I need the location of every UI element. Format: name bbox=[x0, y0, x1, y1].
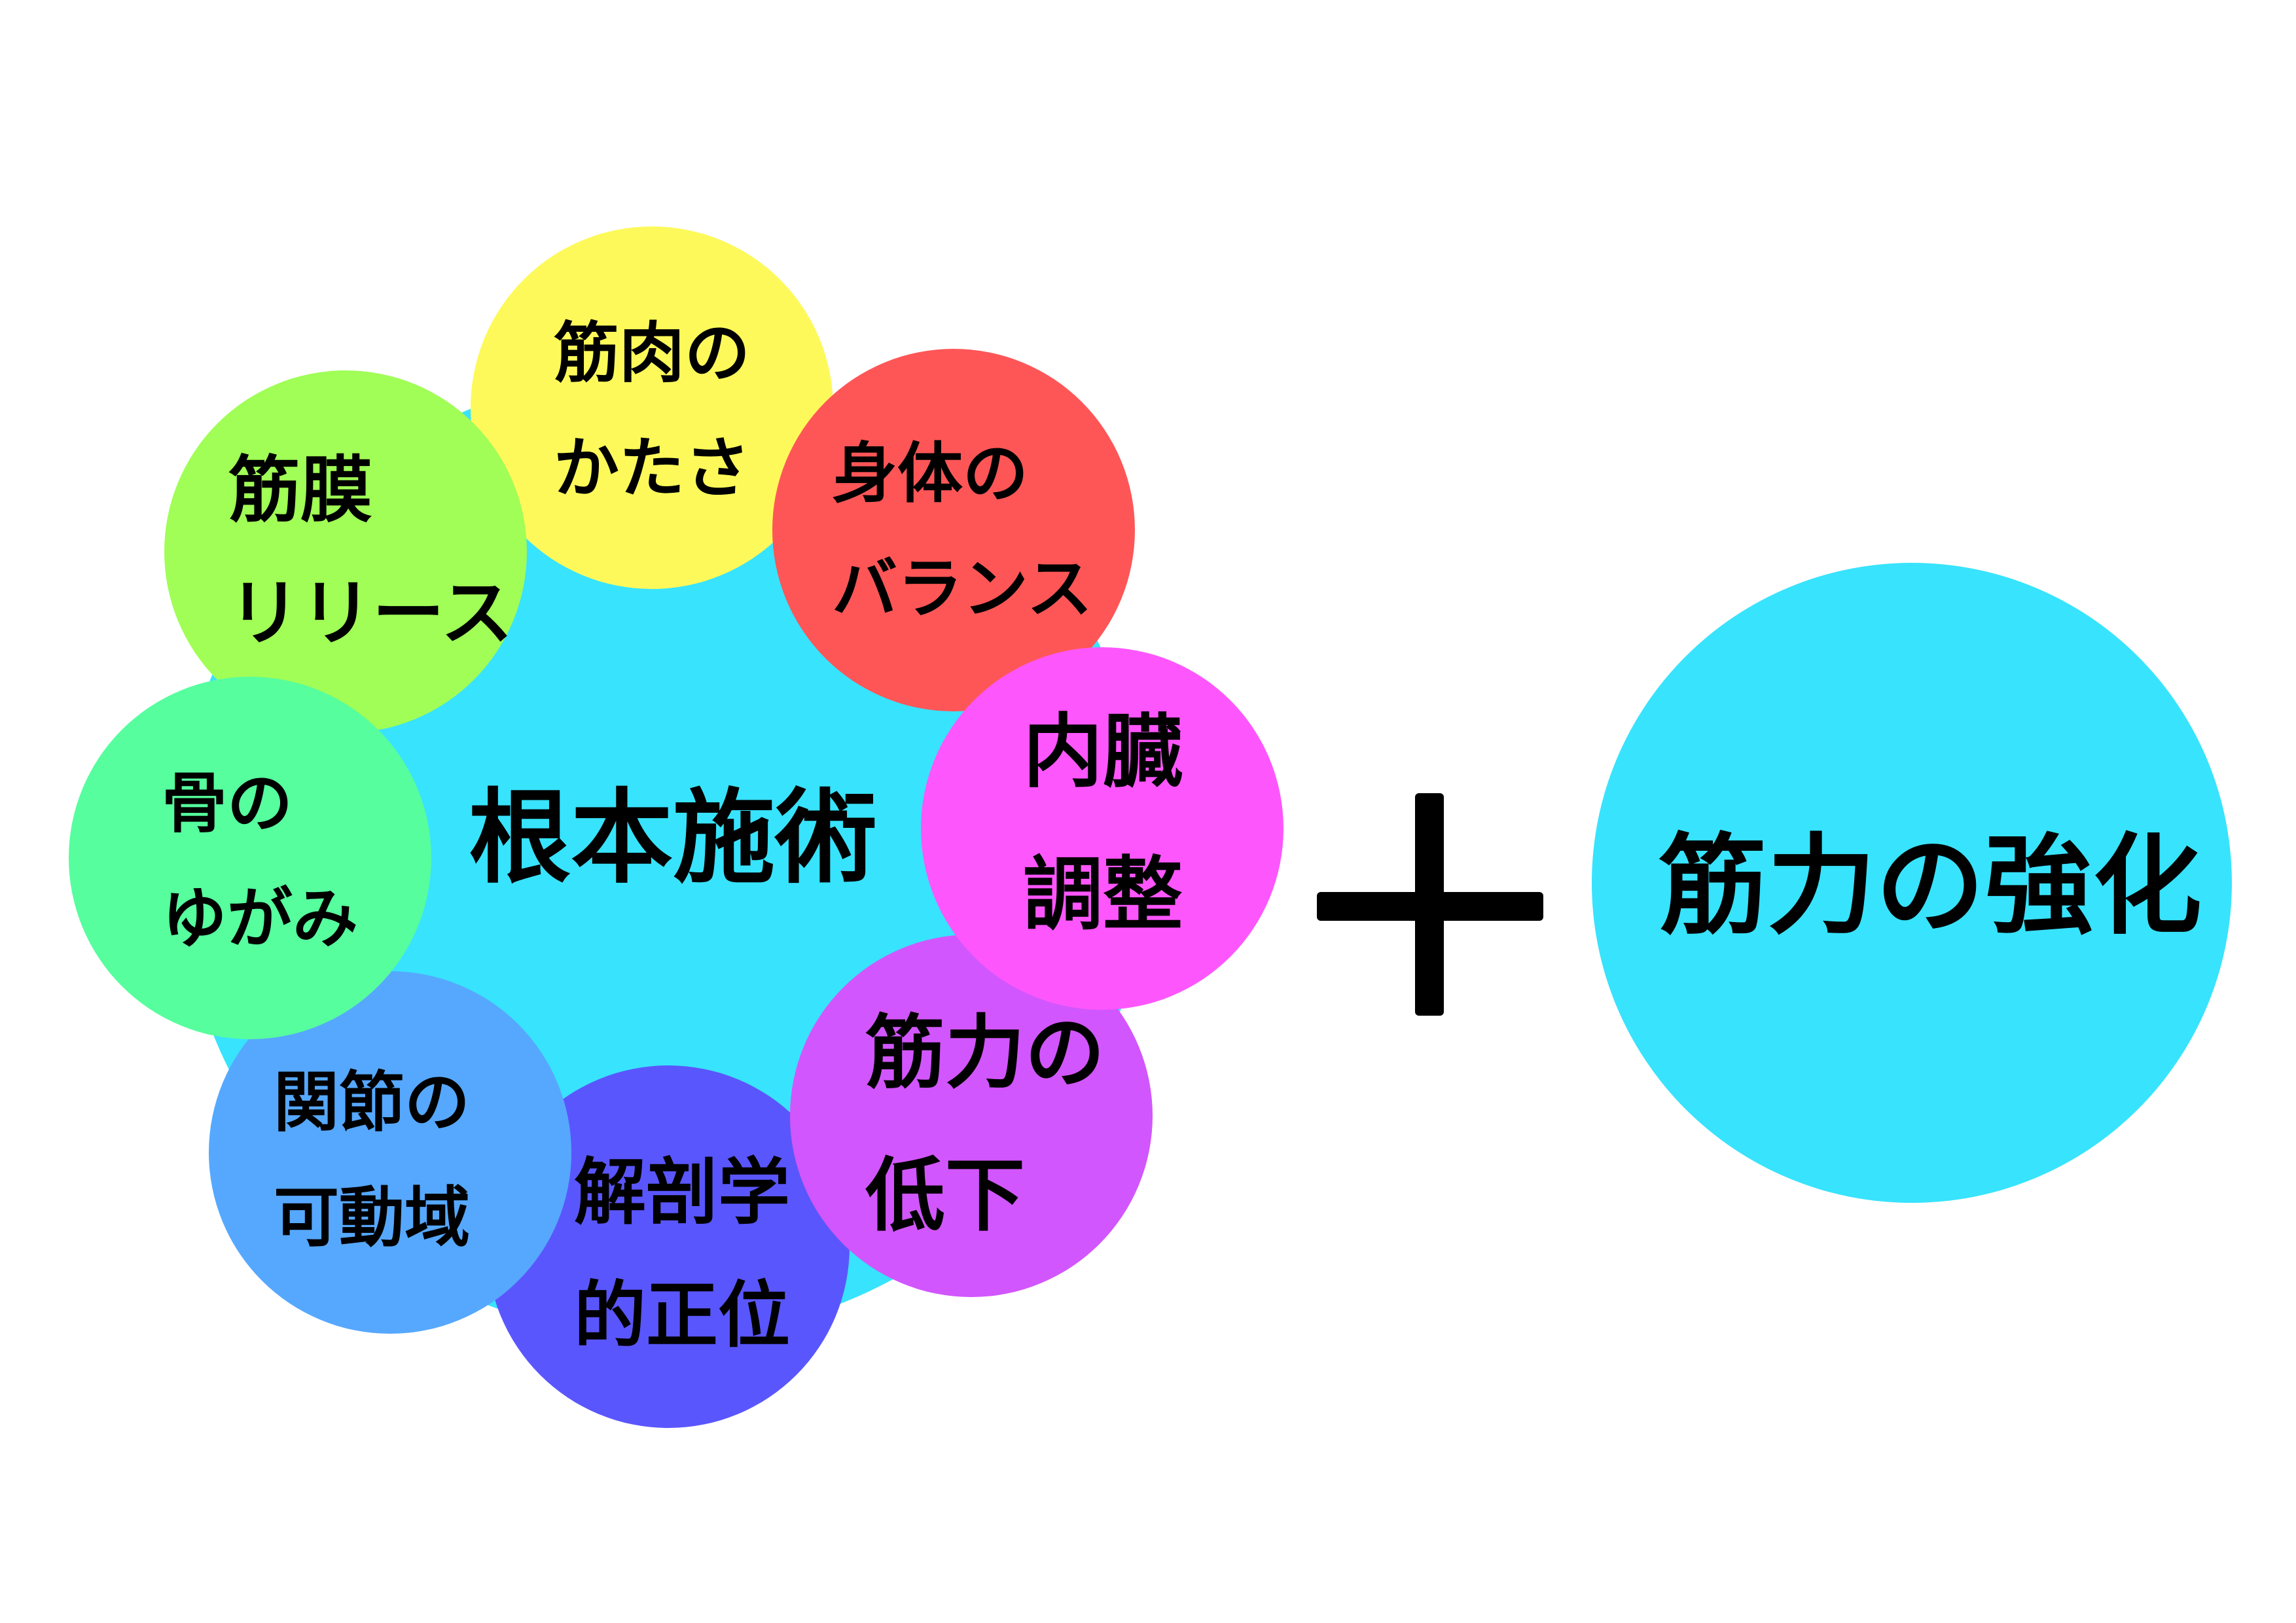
label-joint-rom: 関節の可動域 bbox=[274, 1045, 470, 1275]
label-anatomical-alignment: 解剖学的正位 bbox=[574, 1131, 790, 1377]
label-muscle-weakness: 筋力の低下 bbox=[865, 982, 1105, 1267]
circle-bone-distortion bbox=[69, 677, 431, 1039]
label-line: 骨の bbox=[162, 765, 293, 842]
circle-visceral-adjustment bbox=[921, 647, 1283, 1010]
label-body-balance: 身体のバランス bbox=[832, 416, 1092, 647]
label-line: 可動域 bbox=[274, 1179, 470, 1256]
plus-horizontal-bar bbox=[1317, 892, 1543, 921]
core-label: 根本施術 bbox=[469, 778, 877, 897]
circle-fascia-release bbox=[164, 370, 527, 733]
label-visceral-adjustment: 内臓調整 bbox=[1023, 681, 1183, 966]
result-circle bbox=[1592, 563, 2232, 1203]
label-line: 筋膜 bbox=[228, 448, 372, 532]
result-label: 筋力の強化 bbox=[1659, 823, 2202, 950]
label-line: 身体の bbox=[832, 435, 1028, 512]
label-muscle-stiffness: 筋肉のかたさ bbox=[554, 296, 750, 526]
label-line: 調整 bbox=[1023, 848, 1183, 941]
label-line: 解剖学 bbox=[574, 1150, 790, 1234]
label-line: 低下 bbox=[865, 1149, 1025, 1242]
label-line: かたさ bbox=[554, 430, 750, 507]
label-line: 的正位 bbox=[574, 1274, 790, 1357]
label-bone-distortion: 骨のゆがみ bbox=[162, 746, 358, 976]
label-line: 筋肉の bbox=[554, 315, 750, 391]
label-line: 関節の bbox=[274, 1064, 470, 1141]
label-line: 筋力の bbox=[865, 1007, 1105, 1099]
label-line: ゆがみ bbox=[162, 880, 358, 957]
label-line: リリース bbox=[228, 571, 513, 655]
label-line: バランス bbox=[832, 550, 1092, 627]
label-fascia-release: 筋膜リリース bbox=[228, 429, 513, 675]
label-line: 内臓 bbox=[1023, 705, 1183, 798]
